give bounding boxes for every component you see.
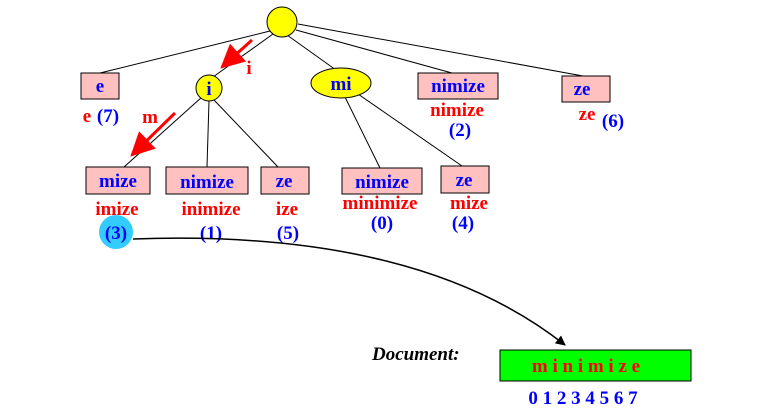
position-nimize: (2)	[449, 120, 471, 141]
document-label: Document:	[371, 344, 460, 365]
edge-i-mize	[123, 96, 203, 168]
node-ze-box	[561, 75, 611, 103]
node-i-circle	[195, 74, 223, 102]
edge-mi-ze	[357, 93, 463, 167]
position-mi-ze: (4)	[452, 213, 474, 234]
edge-root-ze	[297, 23, 584, 77]
node-e-box	[80, 72, 120, 100]
node-mi-ze-label: ze	[456, 170, 473, 191]
node-i-ze-box	[260, 166, 310, 195]
node-ze-label: ze	[574, 79, 591, 100]
edge-mi-nimize	[344, 96, 381, 169]
suffix-mi-ze: mize	[450, 193, 488, 214]
position-i-nimize: (1)	[200, 223, 222, 244]
position-i-mize: (3)	[105, 223, 127, 244]
edge-root-mi	[286, 34, 337, 71]
edge-root-e	[99, 30, 271, 74]
path-label-i: i	[246, 58, 251, 79]
node-mi-nimize-label: nimize	[355, 172, 409, 193]
suffix-i-ze: ize	[276, 199, 298, 220]
node-nimize-label: nimize	[431, 76, 485, 97]
suffix-mi-nimize: minimize	[343, 193, 418, 214]
position-mi-nimize: (0)	[371, 213, 393, 234]
suffix-e: e	[83, 106, 91, 127]
document-text: m i n i m i z e	[532, 356, 640, 377]
root-node	[266, 6, 298, 38]
path-arrow-i	[220, 38, 254, 69]
path-label-m: m	[142, 107, 158, 128]
node-mi-label: mi	[330, 74, 351, 95]
node-i-nimize-box	[165, 166, 249, 195]
node-nimize-box	[417, 72, 499, 100]
position-e: (7)	[97, 106, 119, 127]
node-i-mize-box	[85, 166, 151, 195]
document-indices: 0 1 2 3 4 5 6 7	[528, 388, 638, 409]
suffix-ze: ze	[579, 104, 596, 125]
node-i-ze-label: ze	[276, 171, 293, 192]
node-i-nimize-label: nimize	[180, 172, 234, 193]
tree-edges	[99, 23, 584, 169]
edge-root-i	[212, 33, 274, 78]
highlight-circle	[99, 215, 133, 249]
node-mi-ze-box	[440, 165, 490, 194]
suffix-i-nimize: inimize	[181, 199, 240, 220]
suffix-i-mize: imize	[95, 199, 138, 220]
edge-i-ze	[213, 99, 279, 168]
pointer-arrow	[132, 237, 566, 346]
edge-i-nimize	[206, 100, 210, 168]
position-ze: (6)	[602, 111, 624, 132]
node-mi-ellipse	[310, 67, 372, 99]
edge-root-nimize	[295, 29, 453, 74]
node-mi-nimize-box	[341, 167, 423, 195]
path-arrow-m	[130, 111, 177, 157]
position-i-ze: (5)	[277, 223, 299, 244]
node-i-label: i	[206, 79, 211, 100]
node-i-mize-label: mize	[99, 171, 137, 192]
node-e-label: e	[96, 76, 104, 97]
suffix-nimize: nimize	[430, 100, 484, 121]
document-box	[499, 349, 692, 382]
